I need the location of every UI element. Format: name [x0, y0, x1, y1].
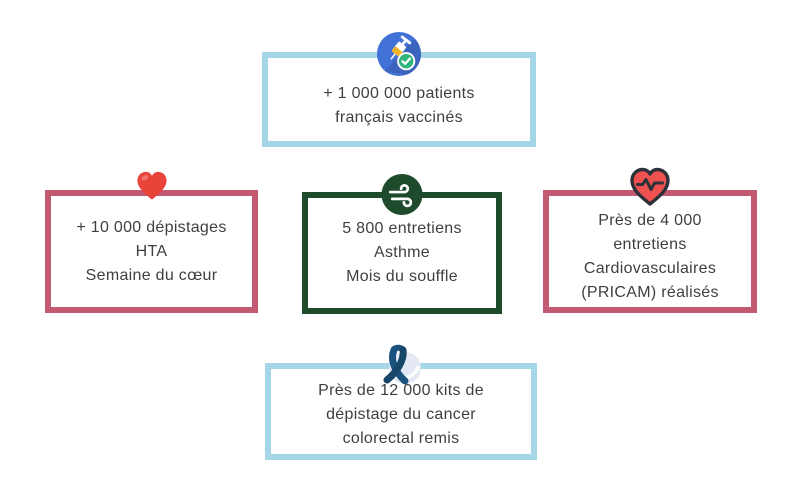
wind-icon — [381, 173, 424, 216]
stat-line: Près de 12 000 kits de — [318, 381, 484, 399]
stat-line: (PRICAM) réalisés — [581, 283, 719, 301]
heart-pulse-icon — [628, 166, 672, 208]
stat-line: + 1 000 000 patients — [323, 84, 475, 102]
card-pricam-text: Près de 4 000 entretiens Cardiovasculair… — [581, 199, 719, 305]
card-colorectal-text: Près de 12 000 kits de dépistage du canc… — [318, 373, 484, 451]
stat-line: 5 800 entretiens — [342, 220, 462, 237]
card-asthme: 5 800 entretiens Asthme Mois du souffle — [302, 173, 502, 314]
stat-line: Mois du souffle — [346, 268, 458, 285]
card-vaccination-text: + 1 000 000 patients français vaccinés — [323, 70, 474, 130]
card-pricam: Près de 4 000 entretiens Cardiovasculair… — [543, 167, 757, 313]
stat-line: français vaccinés — [335, 108, 463, 126]
stat-line: dépistage du cancer — [326, 405, 476, 423]
stat-line: Asthme — [373, 244, 431, 261]
card-hta: + 10 000 dépistages HTA Semaine du cœur — [45, 171, 258, 313]
vaccine-syringe-icon — [376, 31, 422, 77]
card-hta-text: + 10 000 dépistages HTA Semaine du cœur — [76, 216, 226, 288]
stat-line: colorectal remis — [342, 429, 460, 447]
card-colorectal: Près de 12 000 kits de dépistage du canc… — [265, 344, 537, 460]
card-vaccination: + 1 000 000 patients français vaccinés — [262, 31, 536, 147]
red-heart-icon — [135, 170, 169, 202]
stat-line: HTA — [135, 242, 168, 260]
stat-line: Cardiovasculaires — [583, 259, 717, 277]
stat-line: Semaine du cœur — [85, 266, 218, 284]
card-asthme-text: 5 800 entretiens Asthme Mois du souffle — [342, 217, 462, 289]
stat-line: + 10 000 dépistages — [76, 218, 227, 236]
stat-line: Près de 4 000 — [598, 211, 702, 229]
stat-line: entretiens — [613, 235, 687, 253]
blue-ribbon-icon — [376, 342, 426, 394]
